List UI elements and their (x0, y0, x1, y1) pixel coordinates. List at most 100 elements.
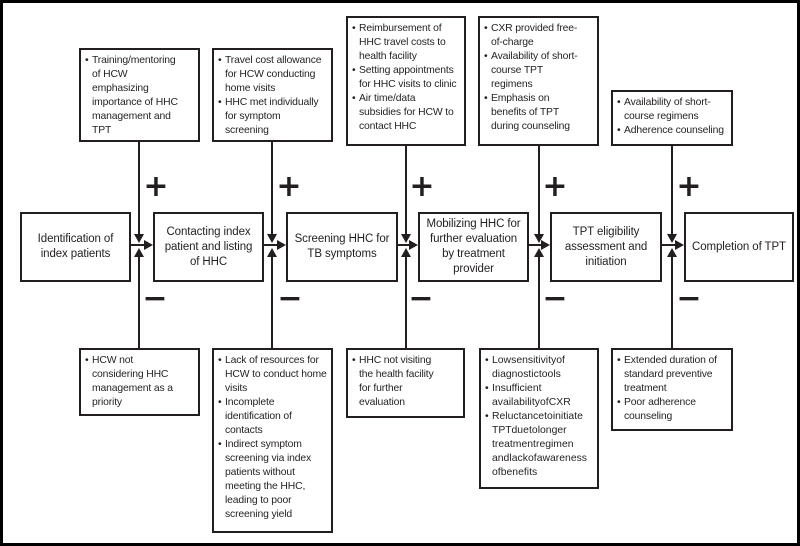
bullet-icon: • (218, 355, 222, 366)
barrier-box-3: • HHC not visiting the health facility f… (346, 348, 465, 418)
list-item: • Availability of short-course TPT regim… (484, 50, 585, 92)
facilitator-text: Setting appointments for HHC visits to c… (359, 65, 457, 90)
bullet-icon: • (484, 93, 488, 104)
arrowhead-right-icon (409, 240, 418, 250)
barrier-text: HCW not considering HHC management as a … (92, 355, 173, 408)
barrier-text: Indirect symptom screening via index pat… (225, 439, 312, 520)
process-label: Contacting index patient and listing of … (164, 225, 253, 268)
list-item: • Availability of short-course regimens (617, 96, 729, 124)
minus-sign: − (676, 281, 702, 316)
barrier-text: Incomplete identification of contacts (225, 397, 292, 436)
plus-sign: + (276, 169, 302, 204)
flow-arrow-line (528, 244, 543, 246)
process-box-eligibility: TPT eligibility assessment and initiatio… (550, 212, 662, 282)
facilitator-text: Travel cost allowance for HCW conducting… (225, 55, 322, 94)
facilitator-connector-line (271, 135, 273, 234)
process-box-completion: Completion of TPT (684, 212, 794, 282)
facilitator-connector-line (138, 135, 140, 234)
barrier-box-1: • HCW not considering HHC management as … (79, 348, 200, 416)
barrier-text: Insufficient availability of CXR (492, 383, 571, 408)
barrier-connector-line (405, 256, 407, 348)
list-item: • HHC not visiting the health facility f… (352, 354, 447, 410)
facilitator-text: HHC met individually for symptom screeni… (225, 97, 319, 136)
plus-sign: + (409, 169, 435, 204)
arrowhead-up-icon (267, 248, 277, 257)
bullet-icon: • (218, 439, 222, 450)
plus-sign: + (676, 169, 702, 204)
process-label: Screening HHC for TB symptoms (294, 233, 390, 260)
bullet-icon: • (218, 97, 222, 108)
barrier-connector-line (271, 256, 273, 348)
list-item: • Indirect symptom screening via index p… (218, 438, 329, 522)
barrier-connector-line (671, 256, 673, 348)
facilitator-box-2: • Travel cost allowance for HCW conducti… (212, 48, 333, 142)
bullet-icon: • (352, 23, 356, 34)
list-item: • Emphasis on benefits of TPT during cou… (484, 92, 585, 134)
facilitator-text: Reimbursement of HHC travel costs to hea… (359, 23, 446, 62)
process-label: Completion of TPT (692, 240, 786, 253)
facilitator-box-4: • CXR provided free-of-charge • Availabi… (478, 16, 599, 146)
arrowhead-up-icon (667, 248, 677, 257)
flow-arrow-line (263, 244, 279, 246)
facilitator-text: CXR provided free-of-charge (491, 23, 578, 48)
list-item: • Incomplete identification of contacts (218, 396, 329, 438)
bullet-icon: • (485, 411, 489, 422)
list-item: • Travel cost allowance for HCW conducti… (218, 54, 323, 96)
bullet-icon: • (617, 355, 621, 366)
list-item: • Reimbursement of HHC travel costs to h… (352, 22, 459, 64)
barrier-connector-line (538, 256, 540, 348)
list-item: • HHC met individually for symptom scree… (218, 96, 323, 138)
facilitator-connector-line (538, 145, 540, 234)
facilitator-connector-line (671, 145, 673, 234)
arrowhead-right-icon (675, 240, 684, 250)
bullet-icon: • (485, 383, 489, 394)
list-item: • HCW not considering HHC management as … (85, 354, 184, 410)
facilitator-box-5: • Availability of short-course regimens … (611, 90, 733, 146)
list-item: • Adherence counseling (617, 124, 729, 138)
facilitator-text: Availability of short-course regimens (624, 97, 711, 122)
bullet-icon: • (352, 93, 356, 104)
flow-arrow-line (661, 244, 677, 246)
bullet-icon: • (218, 55, 222, 66)
arrowhead-down-icon (267, 234, 277, 243)
facilitator-text: Training/mentoring of HCW emphasizing im… (92, 55, 178, 136)
minus-sign: − (408, 281, 434, 316)
arrowhead-down-icon (667, 234, 677, 243)
bullet-icon: • (484, 51, 488, 62)
list-item: • Lack of resources for HCW to conduct h… (218, 354, 329, 396)
list-item: • Setting appointments for HHC visits to… (352, 64, 459, 92)
flow-arrow-line (130, 244, 146, 246)
list-item: • Air time/data subsidies for HCW to con… (352, 92, 459, 134)
facilitator-box-1: • Training/mentoring of HCW emphasizing … (79, 48, 200, 142)
arrowhead-right-icon (144, 240, 153, 250)
list-item: • Low sensitivity of diagnostic tools (485, 354, 588, 382)
arrowhead-up-icon (534, 248, 544, 257)
minus-sign: − (142, 281, 168, 316)
barrier-text: Low sensitivity of diagnostic tools (492, 355, 565, 380)
facilitator-box-3: • Reimbursement of HHC travel costs to h… (346, 16, 466, 146)
facilitator-text: Air time/data subsidies for HCW to conta… (359, 93, 454, 132)
process-label: Mobilizing HHC for further evaluation by… (426, 218, 521, 275)
process-box-identification: Identification of index patients (20, 212, 131, 282)
minus-sign: − (542, 281, 568, 316)
facilitator-text: Availability of short-course TPT regimen… (491, 51, 578, 90)
bullet-icon: • (485, 355, 489, 366)
bullet-icon: • (85, 355, 89, 366)
bullet-icon: • (352, 65, 356, 76)
barrier-box-4: • Low sensitivity of diagnostic tools • … (479, 348, 599, 489)
barrier-box-2: • Lack of resources for HCW to conduct h… (212, 348, 333, 533)
process-box-contacting: Contacting index patient and listing of … (153, 212, 264, 282)
minus-sign: − (277, 281, 303, 316)
process-box-screening: Screening HHC for TB symptoms (286, 212, 398, 282)
facilitator-text: Emphasis on benefits of TPT during couns… (491, 93, 570, 132)
barrier-text: Extended duration of standard preventive… (624, 355, 717, 394)
plus-sign: + (143, 169, 169, 204)
list-item: • Poor adherence counseling (617, 396, 729, 424)
list-item: • Insufficient availability of CXR (485, 382, 588, 410)
bullet-icon: • (617, 97, 621, 108)
list-item: • Reluctance to initiate TPT due to long… (485, 410, 588, 480)
arrowhead-down-icon (134, 234, 144, 243)
list-item: • Extended duration of standard preventi… (617, 354, 729, 396)
facilitator-connector-line (405, 145, 407, 234)
